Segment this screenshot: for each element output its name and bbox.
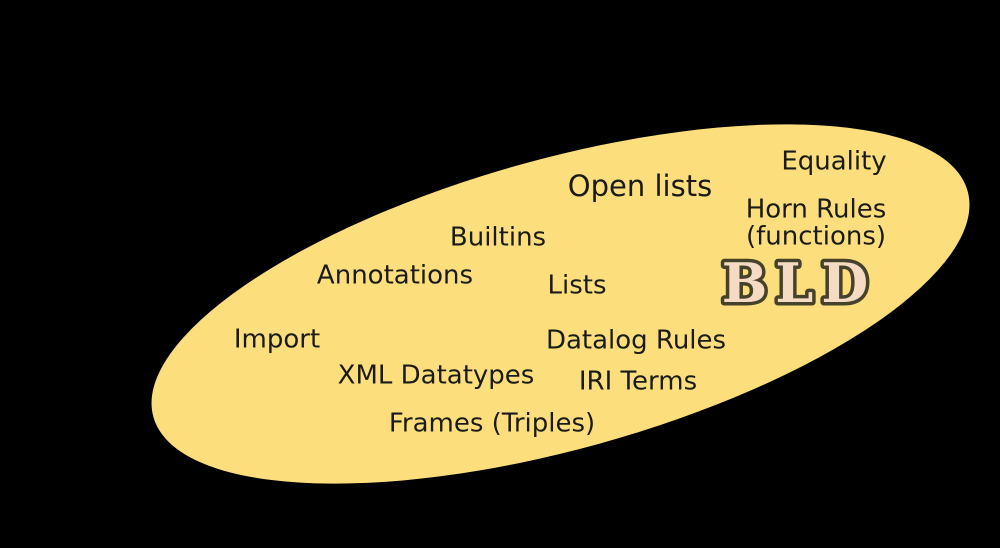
label-datalog-rules: Datalog Rules bbox=[545, 325, 727, 356]
label-builtins: Builtins bbox=[449, 222, 547, 253]
label-lists: Lists bbox=[547, 270, 607, 301]
label-horn-rules-functions: Horn Rules (functions) bbox=[745, 194, 887, 252]
label-annotations: Annotations bbox=[316, 260, 474, 291]
label-iri-terms: IRI Terms bbox=[578, 366, 698, 397]
label-equality: Equality bbox=[781, 146, 887, 177]
label-open-lists: Open lists bbox=[567, 168, 713, 203]
label-import: Import bbox=[233, 324, 321, 355]
bld-wordmark-text: BLD bbox=[722, 251, 876, 315]
label-frames-triples: Frames (Triples) bbox=[388, 408, 596, 439]
label-xml-datatypes: XML Datatypes bbox=[337, 360, 535, 391]
bld-wordmark: BLD bbox=[718, 248, 876, 319]
